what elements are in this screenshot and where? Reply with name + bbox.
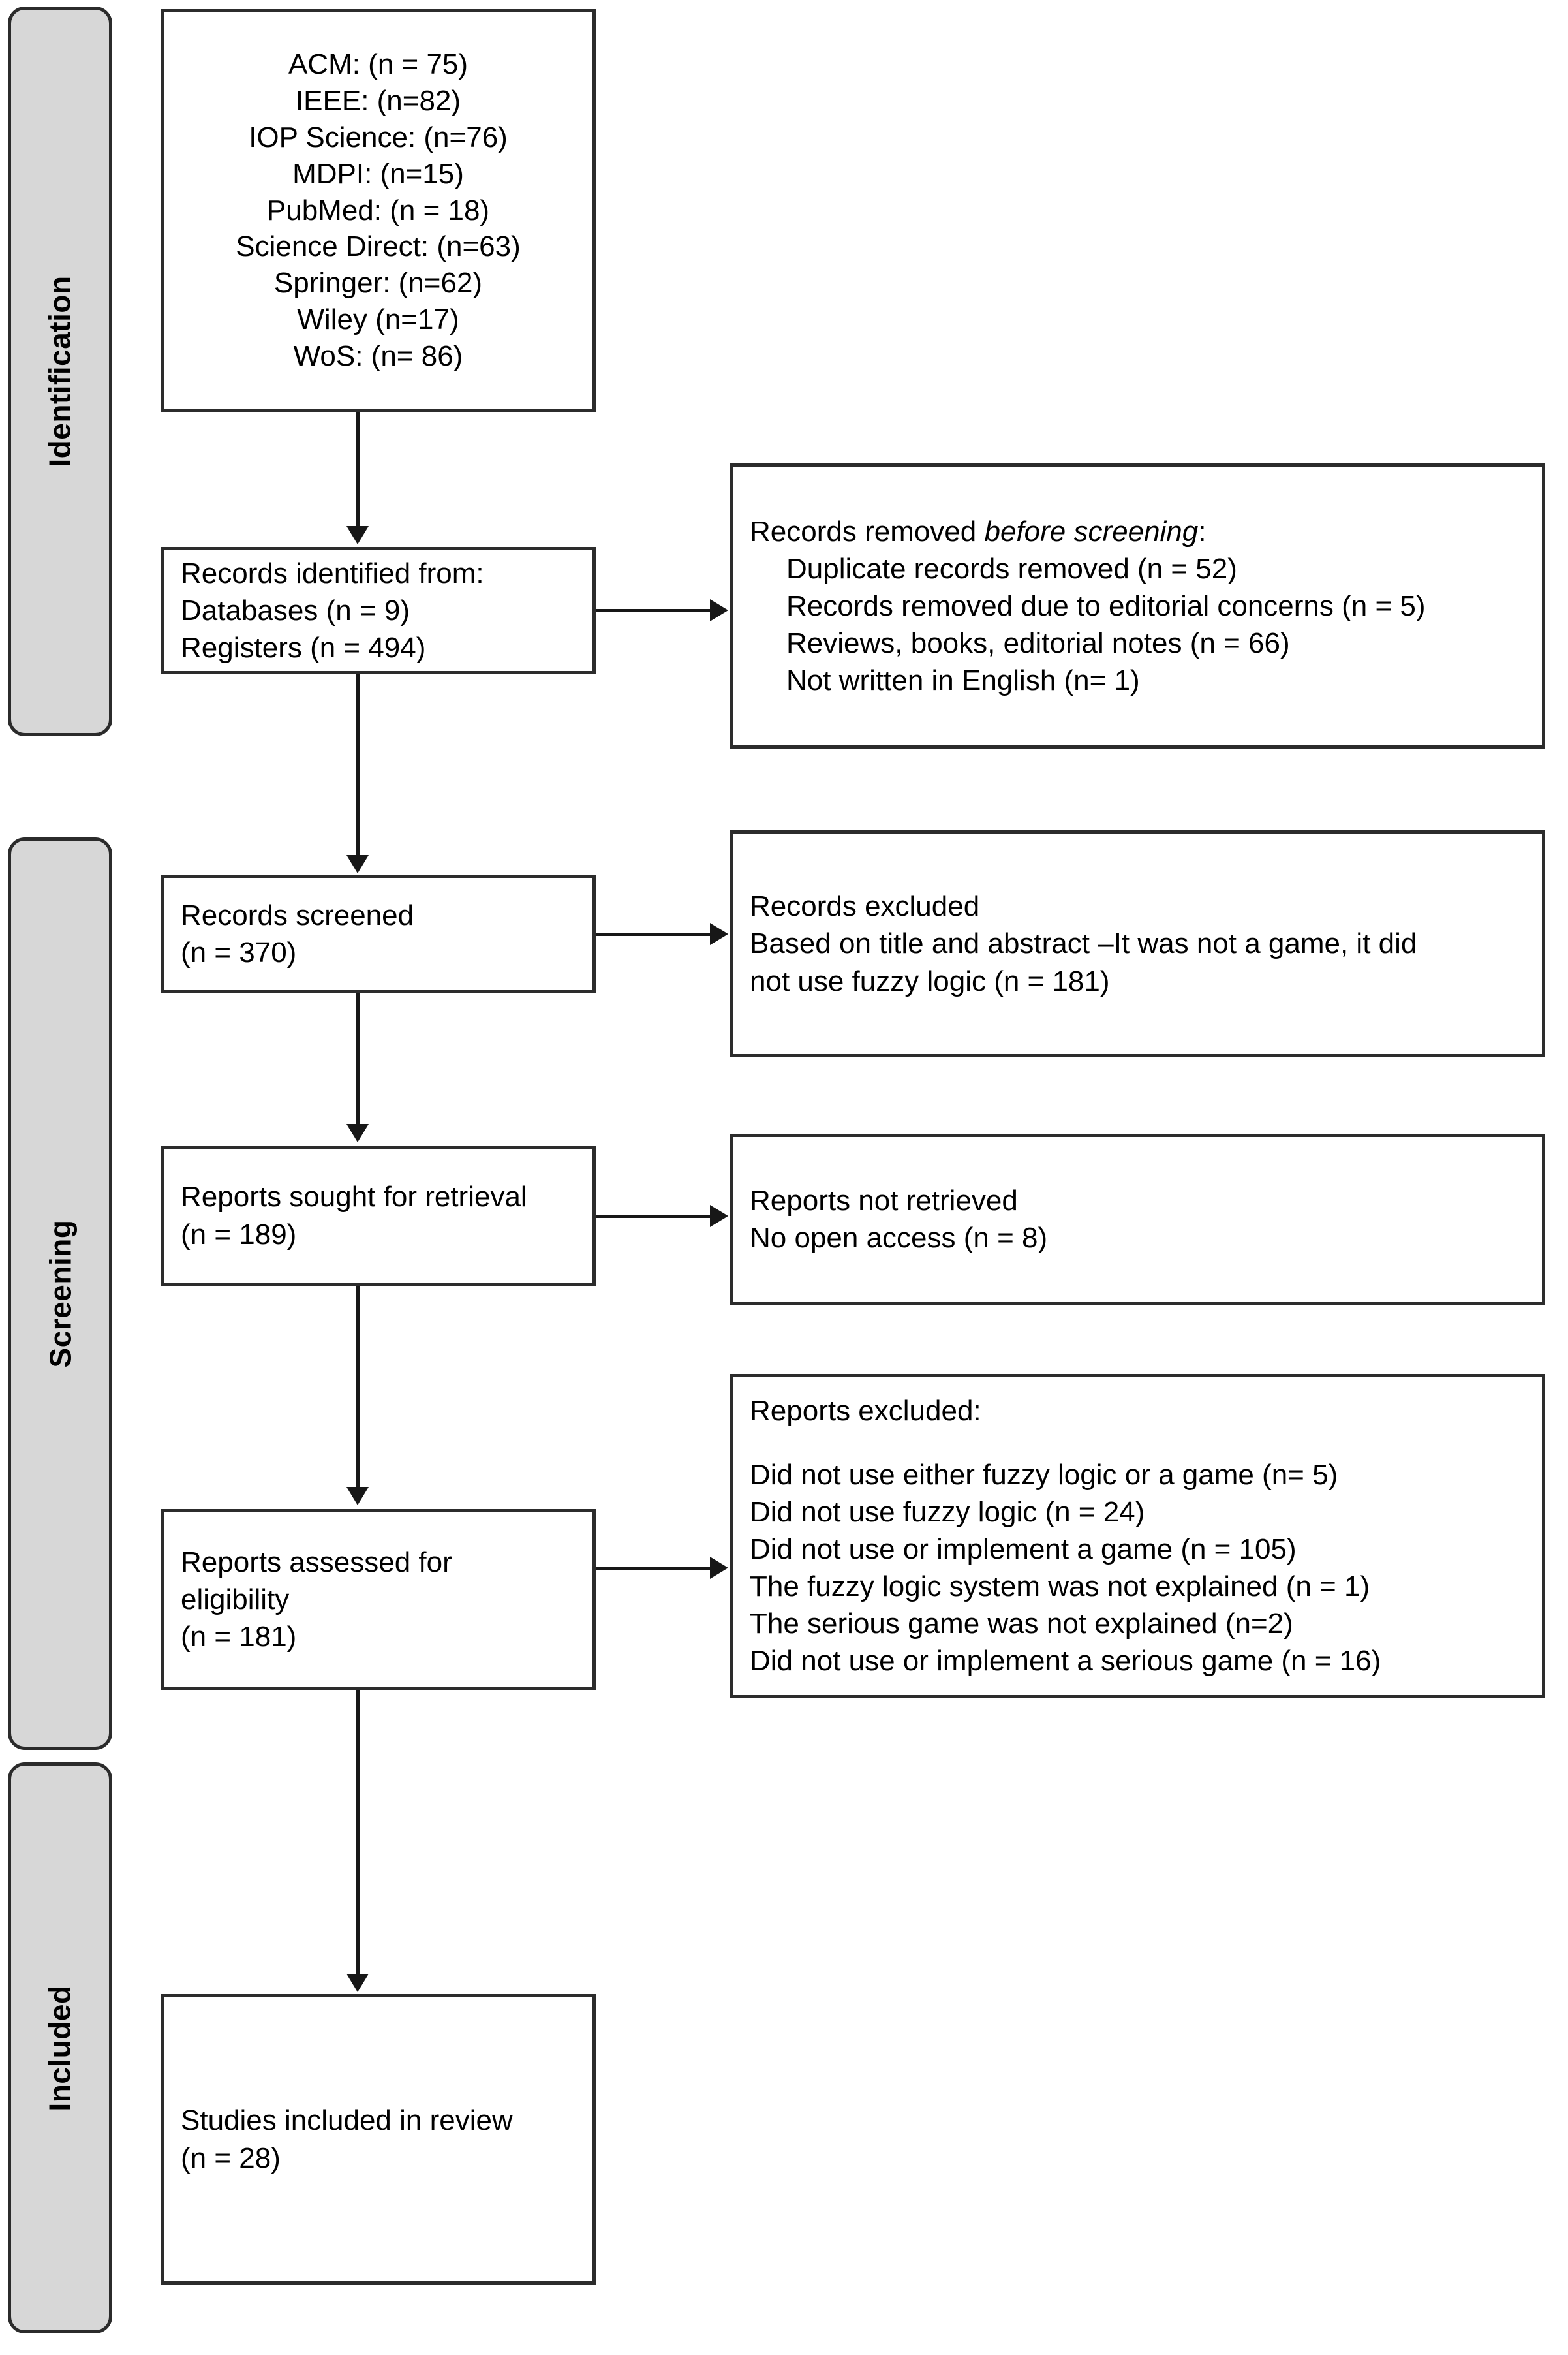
connector-identified-to-screened xyxy=(356,674,360,857)
reports-excluded-item: Did not use or implement a game (n = 105… xyxy=(750,1533,1297,1565)
not-retrieved-line: No open access (n = 8) xyxy=(750,1222,1048,1254)
removed-item: Records removed due to editorial concern… xyxy=(786,589,1426,622)
source-line: IEEE: (n=82) xyxy=(295,84,461,117)
included-line: (n = 28) xyxy=(181,2142,281,2174)
source-line: Wiley (n=17) xyxy=(297,304,459,336)
records-excluded-box: Records excluded Based on title and abst… xyxy=(730,830,1545,1057)
phase-identification-label: Identification xyxy=(43,275,78,467)
sought-line: (n = 189) xyxy=(181,1218,297,1251)
removed-heading-tail: : xyxy=(1198,515,1207,548)
removed-item: Reviews, books, editorial notes (n = 66) xyxy=(786,627,1290,660)
reports-not-retrieved-box: Reports not retrieved No open access (n … xyxy=(730,1134,1545,1305)
assessed-line: (n = 181) xyxy=(181,1621,297,1653)
reports-excluded-box: Reports excluded: Did not use either fuz… xyxy=(730,1374,1545,1698)
arrow-identified-to-removed xyxy=(710,599,728,621)
excluded-line: not use fuzzy logic (n = 181) xyxy=(750,965,1110,997)
reports-excluded-item: Did not use or implement a serious game … xyxy=(750,1645,1381,1677)
source-line: Springer: (n=62) xyxy=(273,267,483,300)
excluded-line: Records excluded xyxy=(750,890,980,923)
connector-sources-to-identified xyxy=(356,412,360,529)
connector-sought-to-not-retrieved xyxy=(596,1215,712,1218)
arrow-assessed-to-reports-excluded xyxy=(710,1557,728,1579)
removed-heading: Records removed before screening: xyxy=(750,513,1525,550)
arrow-screened-to-excluded xyxy=(710,923,728,945)
excluded-line: Based on title and abstract –It was not … xyxy=(750,928,1417,960)
removed-heading-plain: Records removed xyxy=(750,515,985,548)
connector-screened-to-excluded xyxy=(596,933,712,936)
included-line: Studies included in review xyxy=(181,2104,513,2137)
reports-sought-box: Reports sought for retrieval (n = 189) xyxy=(161,1146,596,1286)
not-retrieved-line: Reports not retrieved xyxy=(750,1184,1018,1217)
identified-line: Databases (n = 9) xyxy=(181,594,410,627)
source-line: MDPI: (n=15) xyxy=(292,157,464,190)
studies-included-box: Studies included in review (n = 28) xyxy=(161,1994,596,2285)
connector-assessed-to-reports-excluded xyxy=(596,1567,712,1570)
connector-sought-to-assessed xyxy=(356,1286,360,1488)
reports-excluded-item: Did not use fuzzy logic (n = 24) xyxy=(750,1495,1145,1528)
records-screened-box: Records screened (n = 370) xyxy=(161,875,596,993)
removed-item: Duplicate records removed (n = 52) xyxy=(786,552,1237,585)
arrow-sought-to-assessed xyxy=(346,1487,369,1505)
arrow-sources-to-identified xyxy=(346,526,369,544)
removed-heading-italic: before screening xyxy=(984,515,1199,548)
source-line: WoS: (n= 86) xyxy=(293,340,463,373)
phase-identification: Identification xyxy=(8,7,112,736)
phase-screening: Screening xyxy=(8,837,112,1750)
assessed-line: Reports assessed for xyxy=(181,1546,452,1578)
connector-assessed-to-included xyxy=(356,1690,360,1976)
phase-screening-label: Screening xyxy=(43,1219,78,1368)
source-line: PubMed: (n = 18) xyxy=(266,194,490,226)
reports-assessed-box: Reports assessed for eligibility (n = 18… xyxy=(161,1509,596,1690)
screened-line: Records screened xyxy=(181,899,414,931)
sought-line: Reports sought for retrieval xyxy=(181,1181,527,1213)
arrow-assessed-to-included xyxy=(346,1974,369,1992)
source-line: ACM: (n = 75) xyxy=(288,48,469,81)
source-line: Science Direct: (n=63) xyxy=(236,230,521,263)
phase-included-label: Included xyxy=(43,1984,77,2112)
sources-box: ACM: (n = 75) IEEE: (n=82) IOP Science: … xyxy=(161,9,596,412)
reports-excluded-item: The serious game was not explained (n=2) xyxy=(750,1608,1293,1640)
connector-screened-to-sought xyxy=(356,993,360,1124)
reports-excluded-spacer xyxy=(750,1430,1525,1456)
phase-included: Included xyxy=(8,1762,112,2333)
screened-line: (n = 370) xyxy=(181,937,297,969)
identified-line: Records identified from: xyxy=(181,557,484,589)
arrow-sought-to-not-retrieved xyxy=(710,1205,728,1227)
arrow-identified-to-screened xyxy=(346,855,369,873)
arrow-screened-to-sought xyxy=(346,1124,369,1142)
reports-excluded-heading: Reports excluded: xyxy=(750,1395,981,1427)
removed-item: Not written in English (n= 1) xyxy=(786,664,1140,697)
source-line: IOP Science: (n=76) xyxy=(249,121,508,153)
identified-line: Registers (n = 494) xyxy=(181,632,426,664)
records-identified-box: Records identified from: Databases (n = … xyxy=(161,547,596,674)
assessed-line: eligibility xyxy=(181,1583,290,1615)
reports-excluded-item: The fuzzy logic system was not explained… xyxy=(750,1570,1370,1603)
records-removed-before-screening-box: Records removed before screening: Duplic… xyxy=(730,463,1545,749)
reports-excluded-item: Did not use either fuzzy logic or a game… xyxy=(750,1458,1338,1491)
connector-identified-to-removed xyxy=(596,609,712,612)
